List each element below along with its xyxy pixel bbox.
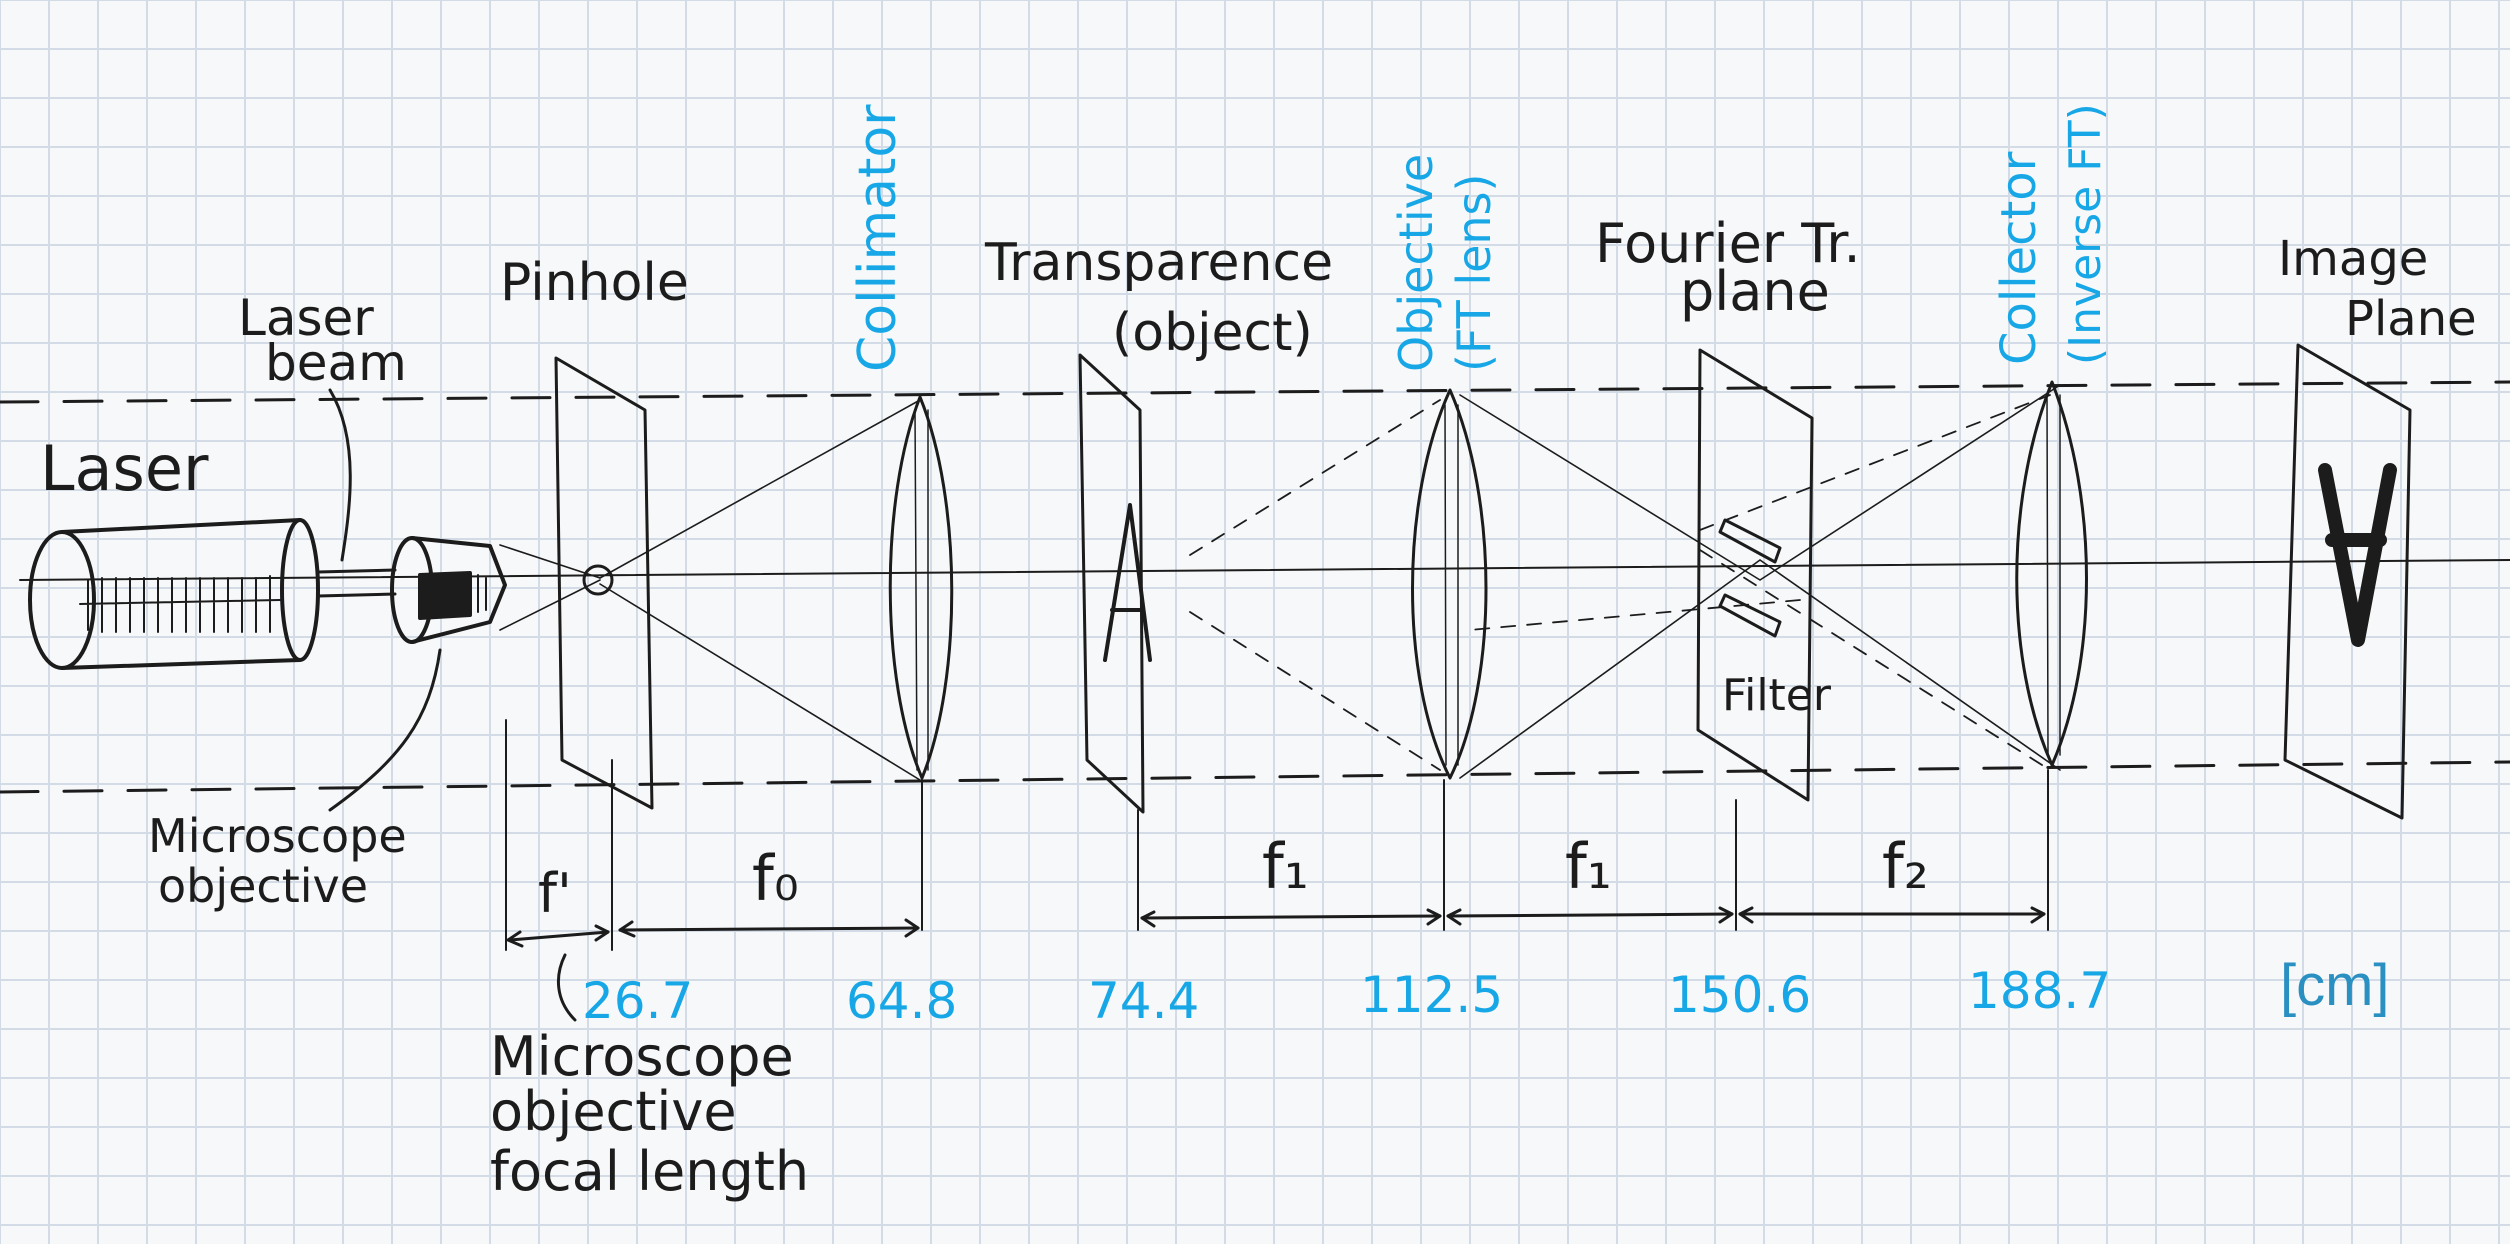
beam-envelope	[0, 380, 2510, 794]
microscope-objective-label-line2: objective	[158, 859, 368, 913]
laser-label: Laser	[40, 432, 209, 505]
microscope-objective-label-line1: Microscope	[148, 809, 407, 863]
laser-beam-label-line2: beam	[265, 334, 407, 392]
position-150-6: 150.6	[1668, 966, 1811, 1024]
microscope-objective-pointer	[328, 648, 442, 812]
distance-arrows	[506, 906, 2046, 948]
f1-label-a: f₁	[1262, 830, 1309, 903]
fourier-plane-label-line2: plane	[1680, 260, 1830, 323]
focal-length-pointer	[556, 953, 577, 1022]
f0-label: f₀	[752, 842, 799, 915]
pinhole-plane	[554, 356, 654, 810]
collector-lens	[2015, 380, 2088, 767]
position-112-5: 112.5	[1360, 966, 1503, 1024]
image-plane-label-line1: Image	[2278, 231, 2428, 287]
position-74-4: 74.4	[1088, 972, 1199, 1030]
position-64-8: 64.8	[846, 972, 957, 1030]
unit-label: [cm]	[2280, 953, 2390, 1018]
microscope-focal-length-line3: focal length	[490, 1140, 809, 1203]
fourier-plane-label-line1: Fourier Tr.	[1595, 212, 1861, 275]
filter-label: Filter	[1722, 670, 1832, 721]
image-plane-label-line2: Plane	[2345, 291, 2477, 347]
transparence-label-line1: Transparence	[984, 233, 1333, 293]
diffraction-rays	[1189, 394, 2051, 771]
f1-label-b: f₁	[1565, 830, 1612, 903]
objective-label-line2: (FT lens)	[1447, 174, 1501, 372]
microscope-focal-length-line2: objective	[490, 1080, 737, 1143]
objective-ft-lens	[1411, 388, 1488, 780]
collector-label-line1: Collector	[1991, 151, 2047, 365]
microscope-objective	[390, 536, 507, 644]
f-prime-label: f'	[538, 862, 572, 925]
objective-label-line1: Objective	[1389, 154, 1443, 372]
microscope-focal-length-line1: Microscope	[490, 1025, 794, 1088]
pinhole-label: Pinhole	[500, 253, 689, 313]
laser-beam-label-line1: Laser	[238, 289, 374, 347]
fourier-plane	[1696, 348, 1814, 802]
object-letter-a	[1103, 503, 1152, 662]
measurement-ticks	[505, 719, 2049, 951]
f2-label: f₂	[1882, 830, 1929, 903]
position-26-7: 26.7	[582, 972, 693, 1030]
transparence-label-line2: (object)	[1112, 303, 1313, 363]
focus-rays	[499, 399, 921, 781]
image-plane	[2283, 343, 2412, 820]
transparence-plane	[1078, 353, 1145, 814]
collector-label-line2: (Inverse FT)	[2060, 103, 2111, 365]
laser-beam-pointer	[328, 388, 352, 562]
focusing-rays	[1459, 384, 2061, 779]
collimator-lens	[888, 395, 954, 780]
collimator-label: Collimator	[848, 104, 908, 372]
position-188-7: 188.7	[1968, 962, 2111, 1020]
laser-body	[28, 518, 397, 670]
